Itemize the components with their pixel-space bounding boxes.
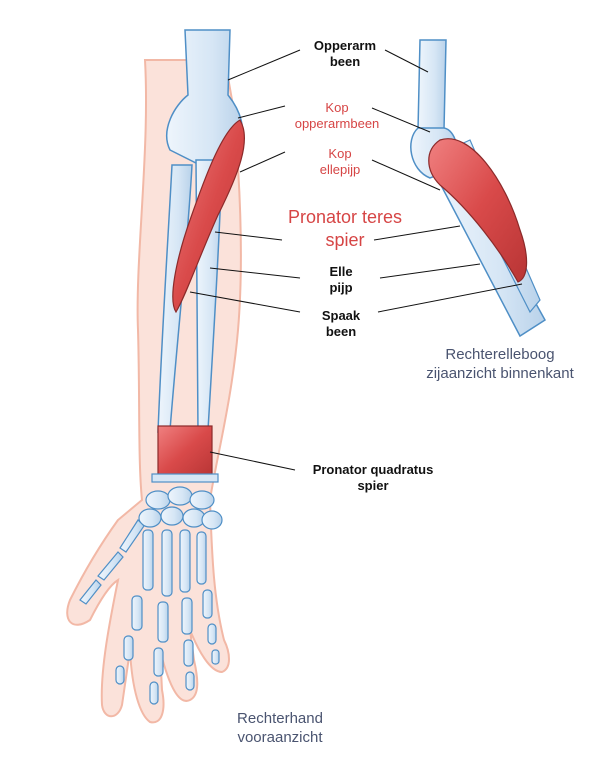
label-radius-line2: been: [325, 324, 357, 340]
label-humerus-line1: Opperarm: [313, 38, 377, 53]
label-head-ulnar: Kop ellepijp: [300, 146, 380, 179]
caption-elbow: Rechterelleboog zijaanzicht binnenkant: [400, 346, 600, 384]
label-pronator-teres-line1: Pronator teres: [287, 207, 403, 227]
label-pronator-quadratus: Pronator quadratus spier: [298, 462, 448, 495]
label-head-humeral: Kop opperarmbeen: [282, 100, 392, 133]
label-ulna-line1: Elle: [329, 264, 353, 279]
label-head-ulnar-line1: Kop: [328, 146, 352, 161]
carpal-bones: [138, 486, 223, 530]
label-pronator-teres: Pronator teres spier: [270, 206, 420, 251]
label-ulna-line2: pijp: [329, 280, 353, 296]
caption-hand: Rechterhand vooraanzicht: [210, 710, 350, 748]
caption-elbow-line1: Rechterelleboog: [445, 346, 555, 363]
elbow-side-view: [410, 39, 546, 338]
label-humerus-line2: been: [329, 54, 361, 70]
hand-bones: [79, 519, 220, 705]
label-humerus: Opperarm been: [300, 38, 390, 71]
caption-elbow-line2: zijaanzicht binnenkant: [426, 364, 574, 382]
label-radius: Spaak been: [304, 308, 378, 341]
label-head-humeral-line1: Kop: [325, 100, 349, 115]
label-head-ulnar-line2: ellepijp: [319, 162, 361, 178]
caption-hand-line2: vooraanzicht: [237, 728, 323, 746]
label-pronator-quadratus-line1: Pronator quadratus: [312, 462, 434, 477]
label-pronator-quadratus-line2: spier: [357, 478, 389, 494]
caption-hand-line1: Rechterhand: [237, 710, 323, 727]
label-radius-line1: Spaak: [321, 308, 361, 323]
label-pronator-teres-line2: spier: [325, 229, 365, 250]
label-ulna: Elle pijp: [306, 264, 376, 297]
label-head-humeral-line2: opperarmbeen: [294, 116, 380, 132]
leader-lines: [189, 49, 523, 471]
pronator-teres-muscle: [172, 119, 246, 314]
pronator-quadratus-muscle: [151, 425, 219, 483]
